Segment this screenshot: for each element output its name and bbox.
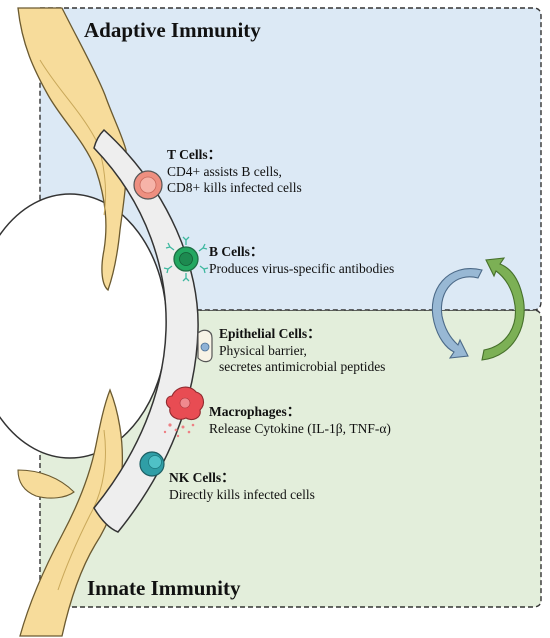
cycle-arrow-blue [431, 268, 483, 359]
epithelial-cells-desc-line2: secretes antimicrobial peptides [219, 359, 386, 374]
macrophages-label: Macrophages： [209, 404, 301, 419]
epithelial-cell-icon [197, 329, 213, 363]
innate-immunity-title: Innate Immunity [87, 576, 241, 600]
t-cell-icon [133, 170, 163, 200]
b-cells-desc-line1: Produces virus-specific antibodies [209, 261, 395, 276]
lower-eyelid-inner [57, 429, 106, 591]
nk-cell-icon [139, 451, 165, 477]
b-cells-label: B Cells： [209, 244, 264, 259]
epithelial-cells-desc-line1: Physical barrier, [219, 343, 307, 358]
cycle-arrows-icon [431, 257, 525, 361]
nk-cells-label: NK Cells： [169, 470, 235, 485]
epithelial-cells-label: Epithelial Cells： [219, 326, 321, 341]
adaptive-immunity-title: Adaptive Immunity [84, 18, 261, 42]
t-cells-desc-line1: CD4+ assists B cells, [167, 164, 282, 179]
cycle-arrow-green [481, 257, 525, 361]
t-cells-desc-line2: CD8+ kills infected cells [167, 180, 302, 195]
t-cells-label: T Cells： [167, 147, 222, 162]
eyelid-flap [17, 469, 75, 499]
upper-eyelid-inner [39, 59, 107, 216]
nk-cells-desc-line1: Directly kills infected cells [169, 487, 315, 502]
macrophage-icon [163, 386, 205, 438]
ocular-surface-band [93, 128, 199, 533]
upper-eyelid [17, 7, 128, 292]
b-cell-icon [163, 236, 209, 282]
macrophages-desc-line1: Release Cytokine (IL-1β, TNF-α) [209, 421, 391, 436]
